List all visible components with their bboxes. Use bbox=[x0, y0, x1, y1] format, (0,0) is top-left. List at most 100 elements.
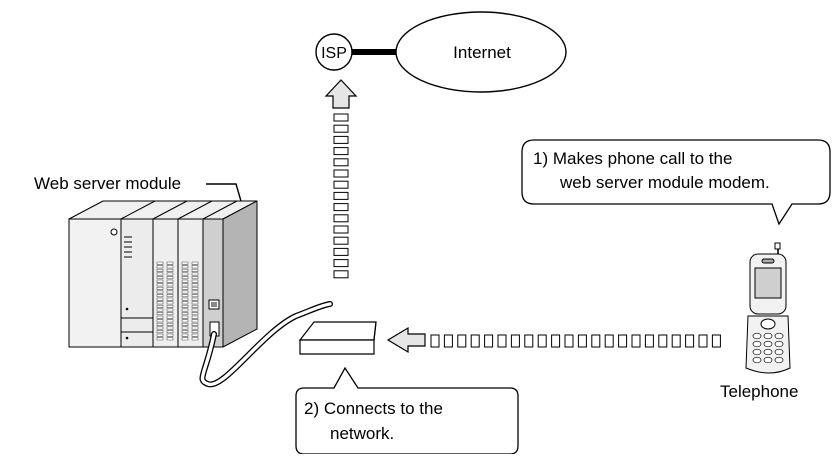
terminal bbox=[181, 304, 189, 308]
terminal bbox=[191, 279, 199, 283]
isp-node: ISP bbox=[315, 33, 353, 71]
terminal bbox=[156, 308, 164, 312]
terminal bbox=[181, 286, 189, 290]
web-server-module-rack bbox=[68, 200, 258, 348]
terminal bbox=[166, 297, 174, 301]
flow-dash bbox=[631, 334, 641, 348]
terminal bbox=[181, 276, 189, 280]
phone-key bbox=[752, 356, 762, 364]
flow-dash bbox=[591, 334, 601, 348]
flow-dash bbox=[470, 334, 480, 348]
flow-dash bbox=[711, 334, 721, 348]
terminal bbox=[181, 319, 189, 323]
terminal bbox=[181, 312, 189, 316]
terminal bbox=[166, 322, 174, 326]
terminal bbox=[181, 261, 189, 265]
terminal bbox=[166, 319, 174, 323]
flow-dash bbox=[333, 236, 349, 245]
terminal bbox=[181, 290, 189, 294]
terminal bbox=[156, 290, 164, 294]
flow-dash bbox=[524, 334, 534, 348]
terminal bbox=[191, 283, 199, 287]
terminal bbox=[191, 290, 199, 294]
terminal bbox=[191, 322, 199, 326]
terminal bbox=[166, 276, 174, 280]
terminal bbox=[156, 312, 164, 316]
terminal bbox=[166, 261, 174, 265]
terminal bbox=[156, 297, 164, 301]
terminal bbox=[156, 261, 164, 265]
web-server-module-label: Web server module bbox=[34, 174, 182, 193]
modem bbox=[298, 321, 377, 355]
terminal bbox=[156, 301, 164, 305]
terminal bbox=[156, 279, 164, 283]
left-arrow-icon bbox=[386, 326, 426, 354]
terminal bbox=[181, 297, 189, 301]
terminal bbox=[191, 268, 199, 272]
phone-key bbox=[774, 332, 784, 340]
telephone-label: Telephone bbox=[720, 382, 799, 401]
terminal bbox=[156, 276, 164, 280]
flow-dash bbox=[333, 203, 349, 212]
isp-label: ISP bbox=[321, 45, 347, 62]
callout-step2-line1: 2) Connects to the bbox=[304, 399, 443, 418]
phone-key bbox=[763, 340, 773, 348]
terminal bbox=[166, 283, 174, 287]
terminal bbox=[156, 272, 164, 276]
isp-internet-link bbox=[352, 49, 398, 55]
flow-dash bbox=[430, 334, 440, 348]
flow-dash bbox=[333, 225, 349, 234]
terminal bbox=[166, 286, 174, 290]
flow-dash bbox=[644, 334, 654, 348]
terminal bbox=[166, 308, 174, 312]
flow-dash bbox=[333, 259, 349, 268]
terminal bbox=[156, 294, 164, 298]
terminal bbox=[181, 272, 189, 276]
flow-dash bbox=[604, 334, 614, 348]
terminal bbox=[166, 294, 174, 298]
phone-key bbox=[774, 356, 784, 364]
terminal bbox=[191, 261, 199, 265]
terminal bbox=[191, 265, 199, 269]
terminal bbox=[181, 330, 189, 334]
terminal bbox=[156, 326, 164, 330]
terminal bbox=[191, 333, 199, 337]
terminal bbox=[191, 304, 199, 308]
terminal bbox=[156, 330, 164, 334]
flow-dash bbox=[333, 214, 349, 223]
terminal bbox=[166, 301, 174, 305]
terminal bbox=[191, 308, 199, 312]
flow-dash bbox=[333, 169, 349, 178]
terminal bbox=[181, 265, 189, 269]
terminal bbox=[166, 312, 174, 316]
terminal bbox=[156, 337, 164, 341]
flow-dash bbox=[333, 180, 349, 189]
terminal bbox=[156, 304, 164, 308]
internet-cloud: Internet bbox=[395, 11, 567, 93]
terminal bbox=[181, 315, 189, 319]
flow-dash bbox=[333, 270, 349, 279]
terminal bbox=[191, 294, 199, 298]
flow-dash bbox=[577, 334, 587, 348]
flow-dash bbox=[671, 334, 681, 348]
flow-dash bbox=[537, 334, 547, 348]
terminal bbox=[191, 337, 199, 341]
flow-dash bbox=[564, 334, 574, 348]
terminal bbox=[181, 333, 189, 337]
terminal bbox=[191, 301, 199, 305]
flow-dash bbox=[457, 334, 467, 348]
terminal bbox=[181, 283, 189, 287]
terminal bbox=[181, 337, 189, 341]
terminal bbox=[181, 308, 189, 312]
phone-key bbox=[763, 332, 773, 340]
terminal bbox=[181, 268, 189, 272]
terminal bbox=[181, 294, 189, 298]
terminal bbox=[156, 319, 164, 323]
flow-dash bbox=[484, 334, 494, 348]
flow-modem-to-isp bbox=[324, 79, 358, 279]
terminal bbox=[166, 315, 174, 319]
phone-key bbox=[763, 348, 773, 356]
flow-dash bbox=[618, 334, 628, 348]
terminal bbox=[191, 276, 199, 280]
